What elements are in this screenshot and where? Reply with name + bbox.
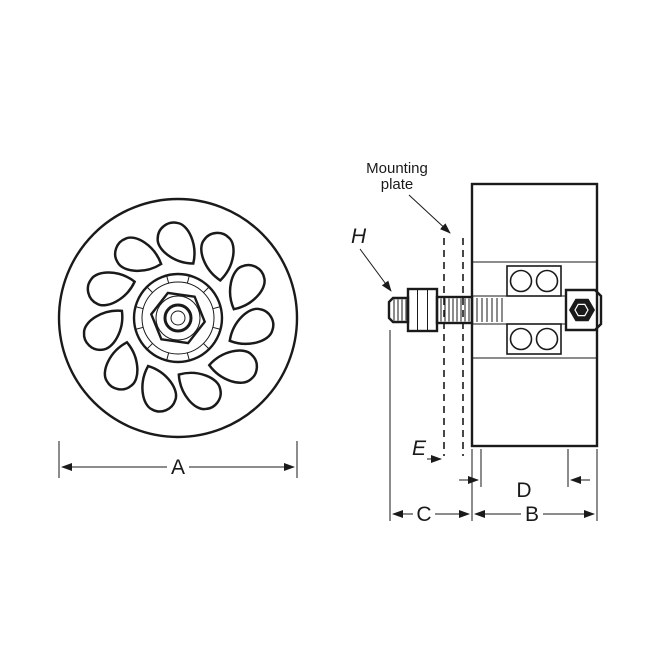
spoke-cutout <box>207 347 259 385</box>
spoke-cutout <box>220 301 281 356</box>
socket-screw <box>564 288 603 332</box>
dim-b-label: B <box>525 503 539 526</box>
dimension-e: E <box>412 437 442 463</box>
stud-thread-right-lines <box>440 298 470 322</box>
dimension-c: C <box>389 330 473 526</box>
wheel-outer-rim <box>57 197 299 439</box>
threaded-stud <box>387 287 474 333</box>
hub-outer-circle <box>132 272 224 364</box>
stud-thread-right-outline <box>435 295 474 325</box>
mounting-plate-leader <box>408 194 451 234</box>
screw-head-outline <box>564 288 603 332</box>
screw-socket-highlight <box>574 303 589 317</box>
spoke-cutout <box>131 358 183 418</box>
hub-knurl-ticks <box>135 275 221 361</box>
dim-d-label: D <box>516 479 531 502</box>
bore-thread-lines <box>476 298 503 322</box>
bearing-top <box>506 265 562 297</box>
bearing-bottom-race <box>506 323 562 355</box>
bearing-ball <box>535 269 559 293</box>
bearing-top-race <box>506 265 562 297</box>
spoke-cutout <box>168 360 229 417</box>
spoke-cutout <box>76 298 135 358</box>
hub-bore-circle <box>163 303 193 333</box>
bearing-ball <box>535 327 559 351</box>
callout-h: H <box>351 225 392 292</box>
bearing-bottom <box>506 323 562 355</box>
dim-a-label: A <box>171 456 185 479</box>
bearing-ball <box>509 269 533 293</box>
dim-c-label: C <box>416 503 431 526</box>
side-view-roller <box>387 182 603 456</box>
wheel-hub <box>132 272 224 364</box>
spoke-cutout <box>198 230 238 284</box>
dimension-b: B <box>474 449 598 526</box>
spoke-cutouts <box>76 214 281 418</box>
front-view-wheel <box>57 197 299 439</box>
dim-h-label: H <box>351 225 367 248</box>
mounting-plate-label-line1: Mounting <box>366 160 428 177</box>
bearing-ball <box>509 327 533 351</box>
hub-hex-nut <box>149 291 207 345</box>
hex-chamfer-circle <box>155 295 201 341</box>
screw-hex-socket <box>569 298 595 322</box>
dimension-d: D <box>459 449 590 502</box>
dim-h-leader <box>359 248 392 292</box>
dim-e-label: E <box>412 437 427 460</box>
stud-thread-left-lines <box>393 299 407 321</box>
spoke-cutout <box>218 258 272 318</box>
mounting-plate-label-line2: plate <box>381 176 414 193</box>
dimension-a: A <box>58 441 298 479</box>
hub-center-circle <box>170 310 186 326</box>
hub-knurl-circle <box>141 281 215 355</box>
mounting-plate-phantom <box>443 238 464 456</box>
stud-hex-nut-side <box>406 287 439 333</box>
spoke-cutout <box>83 264 140 310</box>
callout-mounting-plate: Mounting plate <box>366 160 451 234</box>
